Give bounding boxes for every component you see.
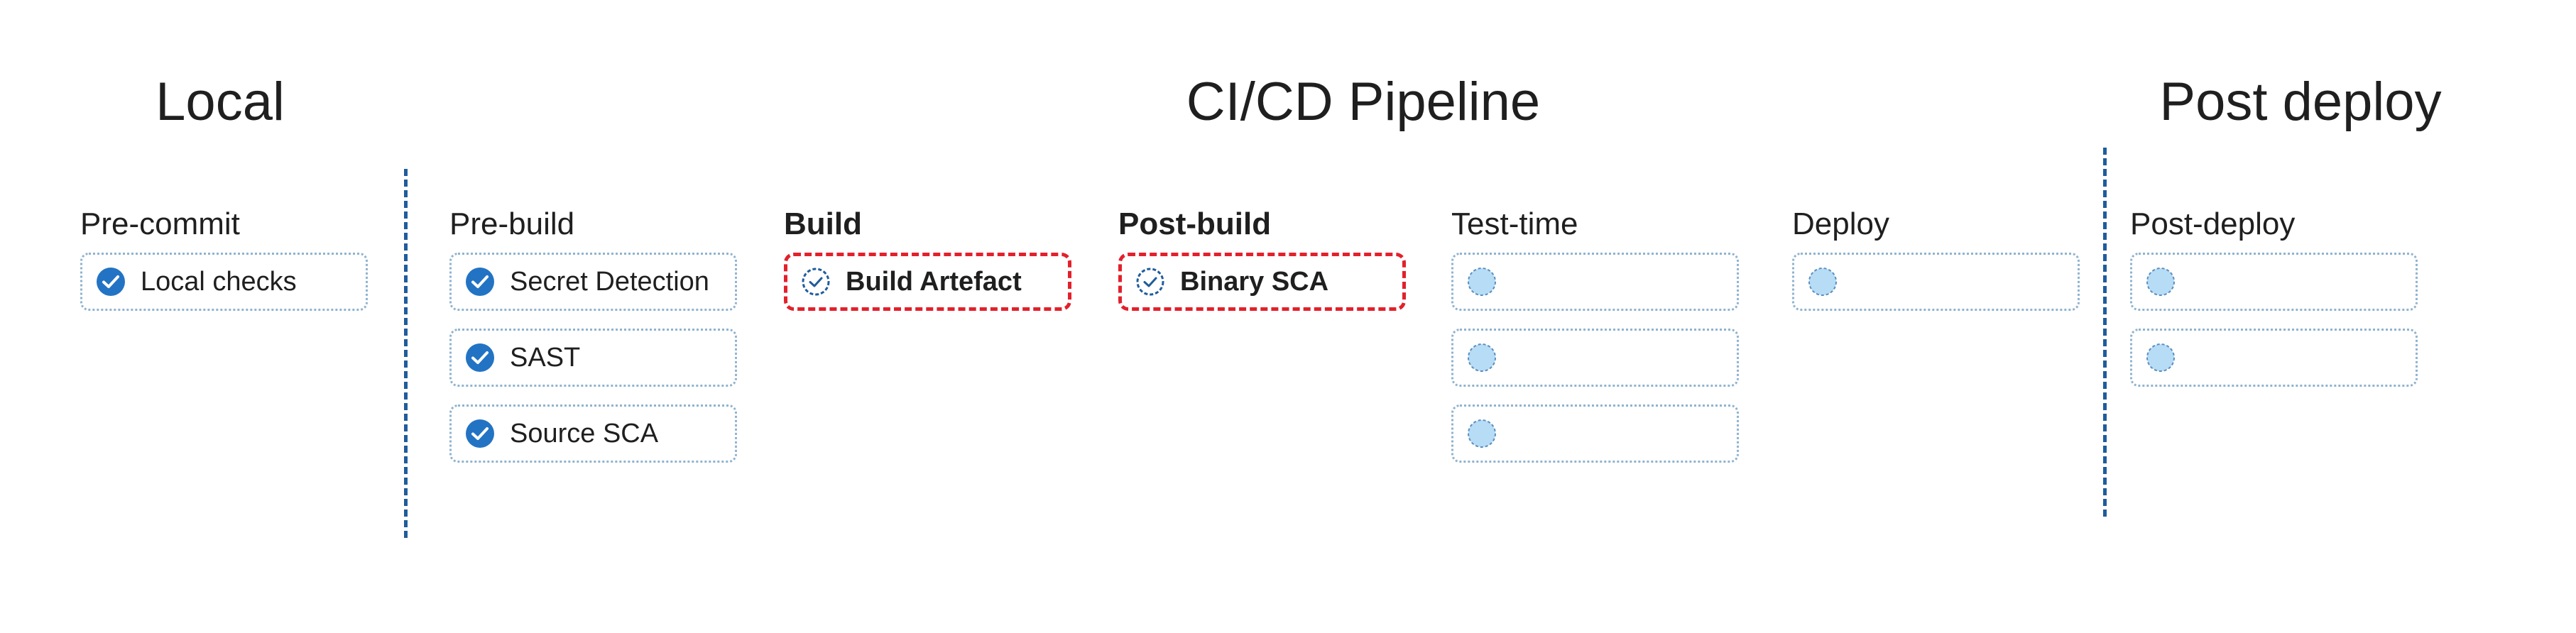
- check-card-build-artefact[interactable]: Build Artefact: [784, 253, 1071, 311]
- stage-title: Pre-build: [449, 207, 575, 241]
- check-circle-outline-icon: [800, 266, 831, 297]
- separator-local-pipeline: [404, 169, 408, 538]
- check-card-empty[interactable]: [2130, 253, 2418, 311]
- check-card-label: SAST: [510, 342, 581, 373]
- check-circle-outline-icon: [1135, 266, 1166, 297]
- stage-post-build: Post-build Binary SCA: [1118, 204, 1406, 329]
- stage-title: Build: [784, 207, 862, 241]
- section-title-local: Local: [155, 72, 285, 132]
- check-circle-icon: [464, 418, 496, 449]
- pending-circle-icon: [2145, 342, 2176, 373]
- check-card-empty[interactable]: [1451, 404, 1739, 463]
- section-title-post-deploy: Post deploy: [2159, 72, 2442, 132]
- check-card-label: Build Artefact: [846, 266, 1022, 297]
- check-card-label: Local checks: [141, 266, 297, 297]
- pending-circle-icon: [1807, 266, 1838, 297]
- check-card-label: Secret Detection: [510, 266, 709, 297]
- stage-title: Pre-commit: [80, 207, 240, 241]
- stage-pre-build: Pre-build Secret Detection SAST Source S…: [449, 204, 737, 480]
- stage-post-deploy: Post-deploy: [2130, 204, 2418, 404]
- check-card-empty[interactable]: [1792, 253, 2080, 311]
- check-card-binary-sca[interactable]: Binary SCA: [1118, 253, 1406, 311]
- stage-pre-commit: Pre-commit Local checks: [80, 204, 368, 329]
- stage-deploy: Deploy: [1792, 204, 2080, 329]
- check-card-sast[interactable]: SAST: [449, 329, 737, 387]
- separator-pipeline-post-deploy: [2103, 148, 2107, 517]
- check-card-label: Source SCA: [510, 418, 659, 448]
- stage-title: Post-deploy: [2130, 207, 2296, 241]
- stage-title: Deploy: [1792, 207, 1889, 241]
- check-circle-icon: [95, 266, 126, 297]
- pending-circle-icon: [1466, 266, 1497, 297]
- pending-circle-icon: [1466, 342, 1497, 373]
- check-card-secret-detection[interactable]: Secret Detection: [449, 253, 737, 311]
- check-card-label: Binary SCA: [1180, 266, 1329, 297]
- check-card-source-sca[interactable]: Source SCA: [449, 404, 737, 463]
- pending-circle-icon: [2145, 266, 2176, 297]
- stage-title: Post-build: [1118, 207, 1272, 241]
- pending-circle-icon: [1466, 418, 1497, 449]
- check-card-empty[interactable]: [1451, 253, 1739, 311]
- section-title-pipeline: CI/CD Pipeline: [1186, 72, 1541, 132]
- check-card-empty[interactable]: [2130, 329, 2418, 387]
- stage-build: Build Build Artefact: [784, 204, 1071, 329]
- check-card-local-checks[interactable]: Local checks: [80, 253, 368, 311]
- check-card-empty[interactable]: [1451, 329, 1739, 387]
- stage-test-time: Test-time: [1451, 204, 1739, 480]
- check-circle-icon: [464, 342, 496, 373]
- stage-title: Test-time: [1451, 207, 1578, 241]
- check-circle-icon: [464, 266, 496, 297]
